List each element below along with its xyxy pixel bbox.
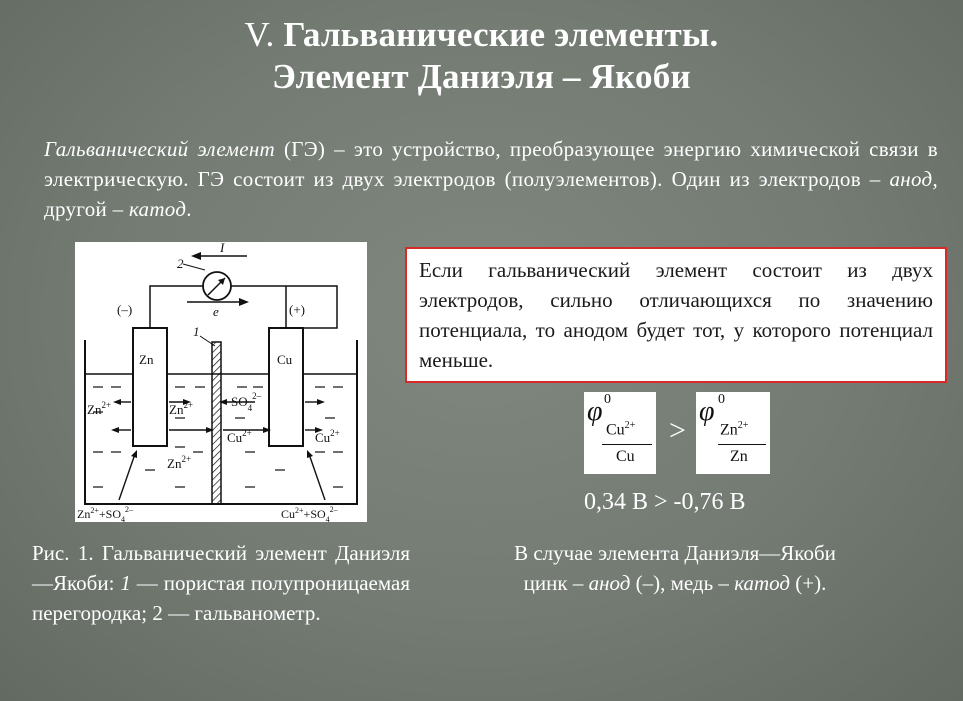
conclusion-anode: анод bbox=[588, 571, 631, 595]
conclusion-copper: (–), медь – bbox=[630, 571, 735, 595]
intro-anode: анод bbox=[889, 167, 933, 191]
cathode-sign: (+) bbox=[289, 302, 305, 317]
title-line-2: Элемент Даниэля – Якоби bbox=[272, 57, 691, 96]
galvanometer-leader bbox=[182, 263, 206, 271]
membrane-number: 1 bbox=[193, 324, 200, 339]
electron-arrowhead bbox=[239, 298, 249, 306]
daniell-cell-figure: I 2 e (–) (+) 1 Zn Cu Zn2+ Zn2+ Zn2+ SO4… bbox=[75, 242, 367, 522]
cu-ion-right: Cu2+ bbox=[315, 428, 340, 445]
fraction-bar-zn bbox=[718, 444, 766, 445]
phi-symbol-zn: φ bbox=[699, 396, 715, 427]
intro-cathode: катод bbox=[128, 197, 187, 221]
needle-arrowhead bbox=[218, 278, 225, 285]
cu-ion-mid: Cu2+ bbox=[227, 428, 252, 445]
intro-paragraph: Гальванический элемент (ГЭ) – это устрой… bbox=[44, 134, 938, 224]
current-arrowhead bbox=[191, 252, 201, 260]
slide-title: V. Гальванические элементы. Элемент Дани… bbox=[0, 14, 963, 98]
intro-text-2: , другой – bbox=[44, 167, 938, 221]
standard-mark-zn: 0 bbox=[718, 392, 725, 407]
daniell-conclusion: В случае элемента Даниэля—Якоби цинк – а… bbox=[440, 538, 910, 598]
electron-label: e bbox=[213, 304, 219, 319]
intro-text-1: (ГЭ) – это устройство, преобразующее эне… bbox=[44, 137, 938, 191]
conclusion-line-2: цинк – анод (–), медь – катод (+). bbox=[440, 568, 910, 598]
electrolyte-dashes bbox=[93, 386, 343, 488]
conclusion-end: (+). bbox=[790, 571, 827, 595]
external-wire bbox=[149, 285, 338, 329]
caption-text-2: — пористая полупроницаемая перегородка; … bbox=[32, 571, 411, 625]
zinc-label: Zn bbox=[139, 352, 154, 367]
cu-metal-bottom: Cu bbox=[616, 448, 635, 465]
membrane-leader bbox=[199, 335, 216, 347]
zinc-potential-box: φ 0 Zn2+ Zn bbox=[696, 392, 770, 474]
standard-mark-cu: 0 bbox=[604, 392, 611, 407]
copper-label: Cu bbox=[277, 352, 293, 367]
galvanometer-number: 2 bbox=[177, 256, 184, 271]
bottom-right-solution: Cu2++SO42– bbox=[281, 505, 339, 522]
caption-text-1: Рис. 1. Гальванический элемент Даниэля—Я… bbox=[32, 541, 410, 595]
conclusion-zinc: цинк – bbox=[523, 571, 589, 595]
potential-values: 0,34 В > -0,76 В bbox=[584, 489, 746, 515]
conclusion-cathode: катод bbox=[734, 571, 790, 595]
porous-membrane bbox=[211, 341, 222, 505]
title-line-1: V. Гальванические элементы. bbox=[0, 14, 963, 56]
title-main: Гальванические элементы. bbox=[283, 15, 719, 54]
anode-rule-callout: Если гальванический элемент состоит из д… bbox=[405, 247, 947, 383]
zn-ion-mid: Zn2+ bbox=[169, 400, 193, 417]
greater-than-sign: > bbox=[669, 414, 686, 447]
copper-electrode bbox=[268, 327, 304, 447]
zn-ion-top: Zn2+ bbox=[720, 420, 749, 439]
zinc-electrode bbox=[132, 327, 168, 447]
sulfate-ion-mid: SO42– bbox=[231, 391, 262, 413]
phi-symbol-cu: φ bbox=[587, 396, 603, 427]
zn-ion-low: Zn2+ bbox=[167, 454, 191, 471]
current-label: I bbox=[219, 242, 225, 255]
caption-number-1: 1 bbox=[120, 571, 131, 595]
anode-sign: (–) bbox=[117, 302, 132, 317]
cu-ion-top: Cu2+ bbox=[606, 420, 636, 439]
copper-potential-box: φ 0 Cu2+ Cu bbox=[584, 392, 656, 474]
title-prefix: V. bbox=[244, 15, 275, 54]
intro-term: Гальванический элемент bbox=[44, 137, 276, 161]
zn-ion-left: Zn2+ bbox=[87, 400, 111, 417]
zn-metal-bottom: Zn bbox=[730, 448, 748, 465]
figure-caption: Рис. 1. Гальванический элемент Даниэля—Я… bbox=[32, 538, 410, 628]
bottom-left-solution: Zn2++SO42– bbox=[77, 505, 134, 522]
potential-comparison: φ 0 Cu2+ Cu > φ 0 Zn2+ Zn bbox=[584, 392, 774, 474]
ion-arrowheads bbox=[111, 399, 325, 458]
intro-end: . bbox=[186, 197, 192, 221]
conclusion-line-1: В случае элемента Даниэля—Якоби bbox=[514, 541, 836, 565]
fraction-bar-cu bbox=[602, 444, 652, 445]
daniell-cell-diagram: I 2 e (–) (+) 1 Zn Cu Zn2+ Zn2+ Zn2+ SO4… bbox=[77, 242, 358, 522]
